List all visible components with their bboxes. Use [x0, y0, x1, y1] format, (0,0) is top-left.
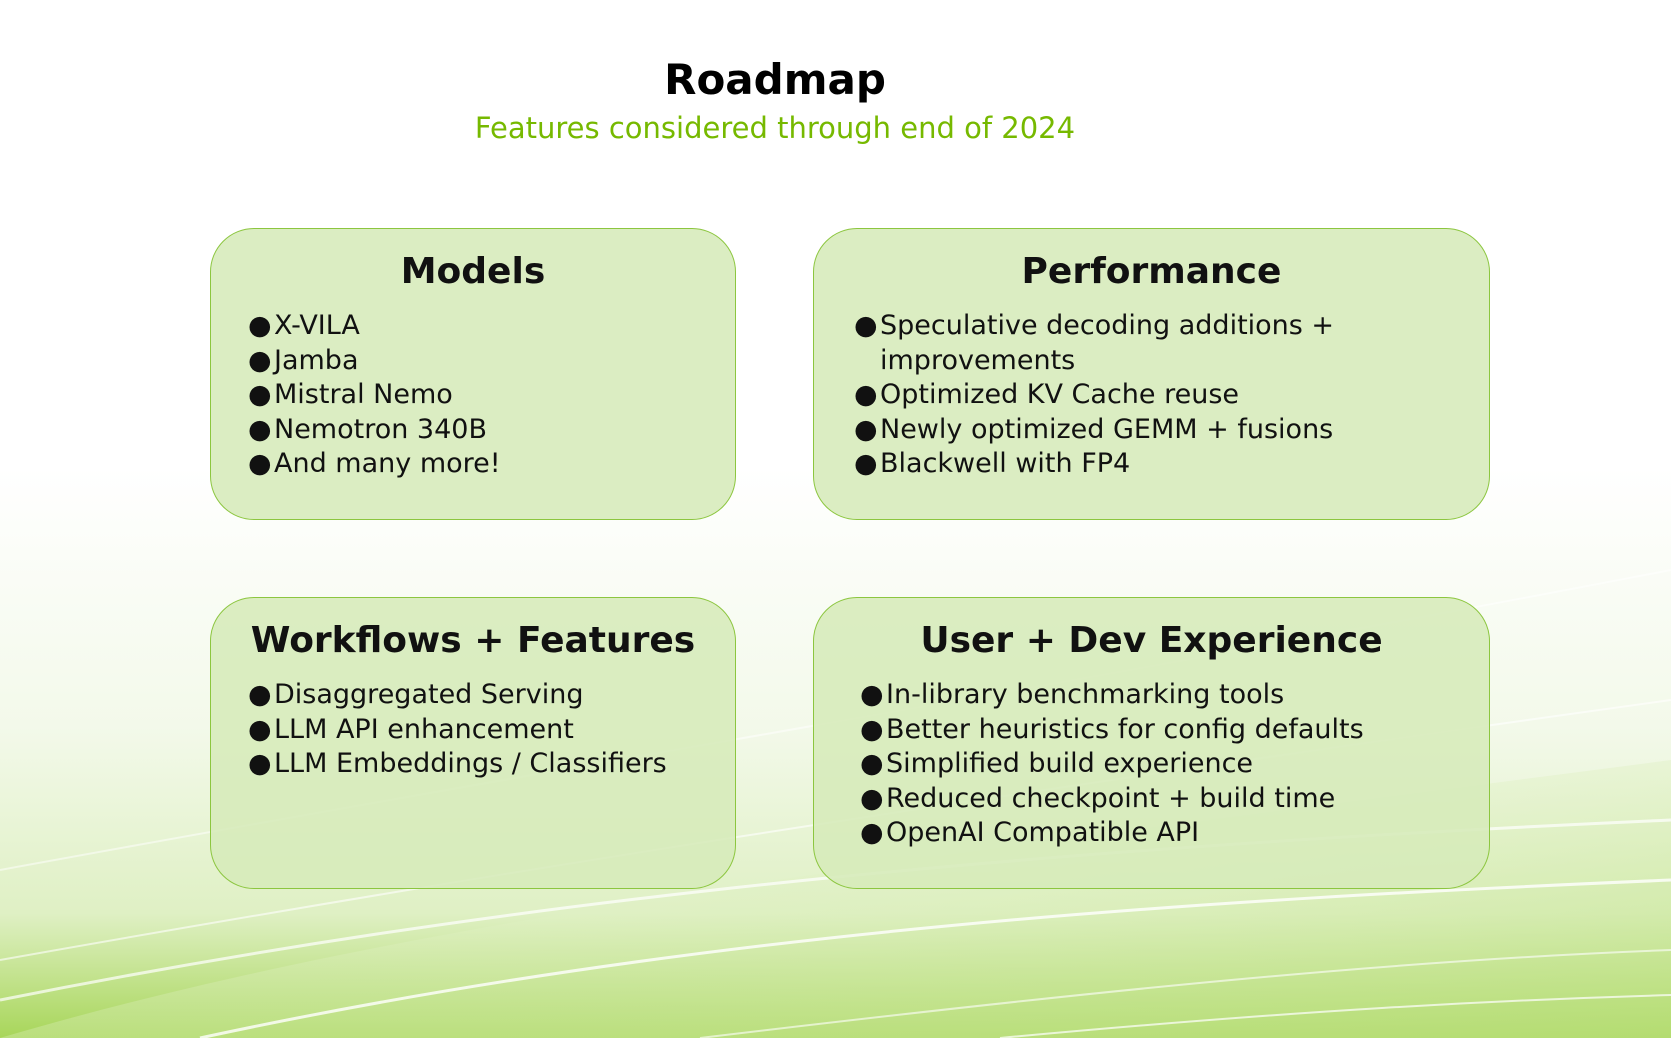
- card-title: Performance: [1021, 251, 1282, 292]
- list-item: ●Simplified build experience: [860, 747, 1489, 782]
- bullet-icon: ●: [860, 817, 884, 848]
- list-item-label: And many more!: [274, 448, 501, 479]
- bullet-icon: ●: [854, 310, 878, 341]
- list-item: ●Better heuristics for config defaults: [860, 713, 1489, 748]
- list-item-label: Disaggregated Serving: [274, 679, 584, 710]
- bullet-icon: ●: [860, 713, 884, 745]
- bullet-icon: ●: [248, 344, 272, 376]
- feature-list: ●X-VILA ●Jamba ●Mistral Nemo ●Nemotron 3…: [248, 309, 735, 482]
- list-item: ●Blackwell with FP4: [854, 447, 1469, 482]
- list-item: ●LLM API enhancement: [248, 713, 735, 748]
- card-title: User + Dev Experience: [920, 620, 1383, 661]
- list-item-label: X-VILA: [274, 310, 360, 341]
- list-item: ●In-library benchmarking tools: [860, 678, 1489, 713]
- list-item-label: Nemotron 340B: [274, 413, 487, 445]
- list-item-label: Simplified build experience: [886, 748, 1254, 779]
- list-item: ●LLM Embeddings / Classifiers: [248, 747, 735, 782]
- list-item: ●X-VILA: [248, 309, 735, 344]
- performance-card: Performance ●Speculative decoding additi…: [813, 228, 1490, 520]
- bullet-icon: ●: [860, 679, 884, 710]
- user-dev-experience-card: User + Dev Experience ●In-library benchm…: [813, 597, 1490, 889]
- list-item-label: Newly optimized GEMM + fusions: [880, 413, 1334, 445]
- card-title: Workflows + Features: [250, 620, 696, 661]
- bullet-icon: ●: [860, 782, 884, 814]
- list-item-label: Optimized KV Cache reuse: [880, 379, 1240, 410]
- list-item-label: Mistral Nemo: [274, 379, 453, 410]
- list-item-label: Reduced checkpoint + build time: [886, 782, 1336, 814]
- card-title: Models: [400, 251, 546, 292]
- feature-list: ●Speculative decoding additions + improv…: [854, 309, 1469, 482]
- bullet-icon: ●: [248, 413, 272, 445]
- bullet-icon: ●: [248, 713, 272, 745]
- list-item-label: Speculative decoding additions + improve…: [880, 310, 1335, 376]
- feature-list: ●Disaggregated Serving ●LLM API enhancem…: [248, 678, 735, 782]
- list-item-label: LLM Embeddings / Classifiers: [274, 748, 667, 779]
- list-item: ●Reduced checkpoint + build time: [860, 782, 1489, 817]
- list-item-label: OpenAI Compatible API: [886, 817, 1200, 848]
- list-item: ●Mistral Nemo: [248, 378, 735, 413]
- bullet-icon: ●: [854, 379, 878, 410]
- bullet-icon: ●: [248, 748, 272, 779]
- page-subtitle: Features considered through end of 2024: [474, 111, 1076, 145]
- models-card: Models ●X-VILA ●Jamba ●Mistral Nemo ●Nem…: [210, 228, 736, 520]
- list-item-label: Blackwell with FP4: [880, 448, 1131, 479]
- list-item-label: Jamba: [274, 344, 359, 376]
- bullet-icon: ●: [248, 448, 272, 479]
- list-item: ●Speculative decoding additions + improv…: [854, 309, 1469, 378]
- list-item: ●And many more!: [248, 447, 735, 482]
- list-item: ●Nemotron 340B: [248, 413, 735, 448]
- list-item-label: In-library benchmarking tools: [886, 679, 1285, 710]
- page-title: Roadmap: [664, 55, 886, 104]
- slide-header: Roadmap Features considered through end …: [0, 50, 1550, 146]
- list-item: ●OpenAI Compatible API: [860, 816, 1489, 851]
- bullet-icon: ●: [248, 310, 272, 341]
- list-item: ●Disaggregated Serving: [248, 678, 735, 713]
- list-item: ●Optimized KV Cache reuse: [854, 378, 1469, 413]
- list-item-label: Better heuristics for config defaults: [886, 713, 1364, 745]
- bullet-icon: ●: [248, 679, 272, 710]
- list-item-label: LLM API enhancement: [274, 713, 574, 745]
- list-item: ●Newly optimized GEMM + fusions: [854, 413, 1469, 448]
- bullet-icon: ●: [248, 379, 272, 410]
- bullet-icon: ●: [854, 448, 878, 479]
- bullet-icon: ●: [860, 748, 884, 779]
- workflows-features-card: Workflows + Features ●Disaggregated Serv…: [210, 597, 736, 889]
- bullet-icon: ●: [854, 413, 878, 445]
- feature-list: ●In-library benchmarking tools ●Better h…: [860, 678, 1489, 851]
- list-item: ●Jamba: [248, 344, 735, 379]
